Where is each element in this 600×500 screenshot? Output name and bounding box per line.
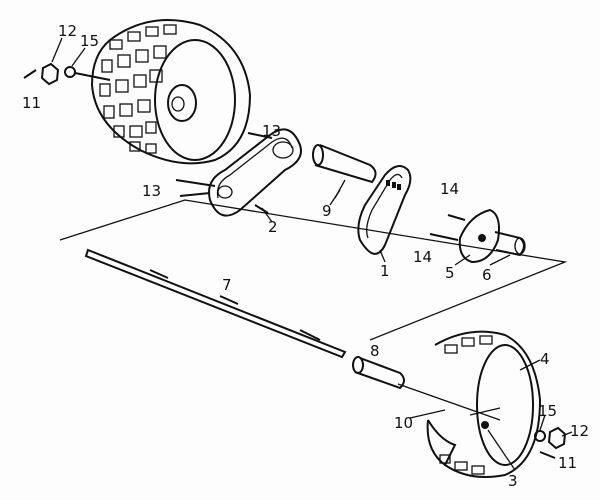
- label-15-bottom: 15: [538, 402, 557, 420]
- label-8: 8: [370, 342, 380, 360]
- label-5: 5: [445, 264, 455, 282]
- label-4: 4: [540, 350, 550, 368]
- label-9: 9: [322, 202, 332, 220]
- label-2: 2: [268, 218, 278, 236]
- label-13-upper: 13: [262, 122, 281, 140]
- label-12-top: 12: [58, 22, 77, 40]
- label-1: 1: [380, 262, 390, 280]
- part-labels: 12 15 11 13 13 2 9 14 14 5 6 1 7 8 4 10 …: [22, 22, 589, 490]
- label-14-lower: 14: [413, 248, 432, 266]
- nut-washer-top: [23, 62, 111, 86]
- label-3: 3: [508, 472, 518, 490]
- left-wheel: [90, 19, 252, 165]
- chain: [357, 165, 412, 255]
- label-11-bottom: 11: [558, 454, 577, 472]
- long-spacer: [312, 144, 377, 199]
- reference-lines: [59, 199, 568, 341]
- short-spacer: [352, 356, 501, 421]
- axle: [84, 248, 347, 359]
- label-6: 6: [482, 266, 492, 284]
- label-7: 7: [222, 276, 232, 294]
- label-11-top: 11: [22, 94, 41, 112]
- right-wheel: [426, 330, 542, 478]
- leader-lines: [51, 37, 573, 471]
- sprocket-hub: [429, 208, 526, 264]
- label-12-bottom: 12: [570, 422, 589, 440]
- label-13-lower: 13: [142, 182, 161, 200]
- nut-washer-bottom: [534, 426, 567, 459]
- label-14-upper: 14: [440, 180, 459, 198]
- label-15-top: 15: [80, 32, 99, 50]
- label-10: 10: [394, 414, 413, 432]
- sprocket-guard: [175, 128, 302, 217]
